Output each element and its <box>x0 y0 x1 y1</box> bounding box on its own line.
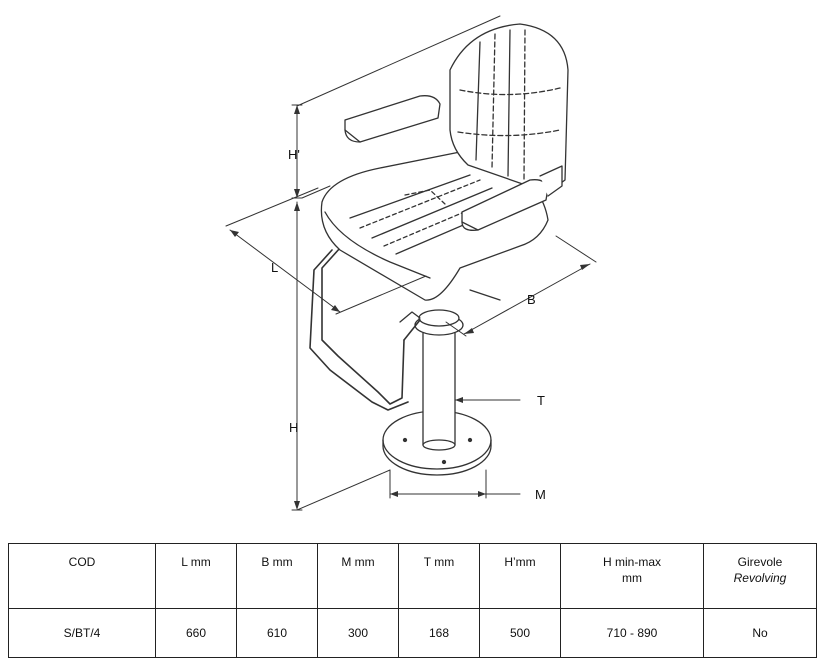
seat-lever <box>399 289 501 323</box>
header-cod: COD <box>8 543 156 609</box>
header-m: M mm <box>317 543 399 609</box>
tube-frame <box>309 247 421 411</box>
cell-l: 660 <box>155 608 237 658</box>
cell-revolving: No <box>703 608 817 658</box>
dimension-label-l: L <box>271 260 278 275</box>
table-row: S/BT/4 660 610 300 168 500 710 - 890 No <box>8 608 817 658</box>
cell-t: 168 <box>398 608 480 658</box>
dimension-label-b: B <box>527 292 536 307</box>
pedestal-column <box>414 309 464 451</box>
cell-h-min-max: 710 - 890 <box>560 608 704 658</box>
armrests <box>344 95 563 231</box>
dimension-arrows <box>230 105 590 510</box>
cell-cod: S/BT/4 <box>8 608 156 658</box>
seat-backrest <box>449 23 569 191</box>
header-l: L mm <box>155 543 237 609</box>
dimension-label-t: T <box>537 393 545 408</box>
cell-m: 300 <box>317 608 399 658</box>
header-h-prime: H’mm <box>479 543 561 609</box>
chair-technical-drawing: H' L B T H M <box>225 15 597 511</box>
dimension-label-m: M <box>535 487 546 502</box>
header-t: T mm <box>398 543 480 609</box>
cell-b: 610 <box>236 608 318 658</box>
cell-h-prime: 500 <box>479 608 561 658</box>
header-b: B mm <box>236 543 318 609</box>
dimension-label-h-prime: H' <box>288 147 300 162</box>
dimension-lines <box>225 15 597 511</box>
seat-cushion <box>320 149 549 301</box>
dimension-label-h: H <box>289 420 298 435</box>
